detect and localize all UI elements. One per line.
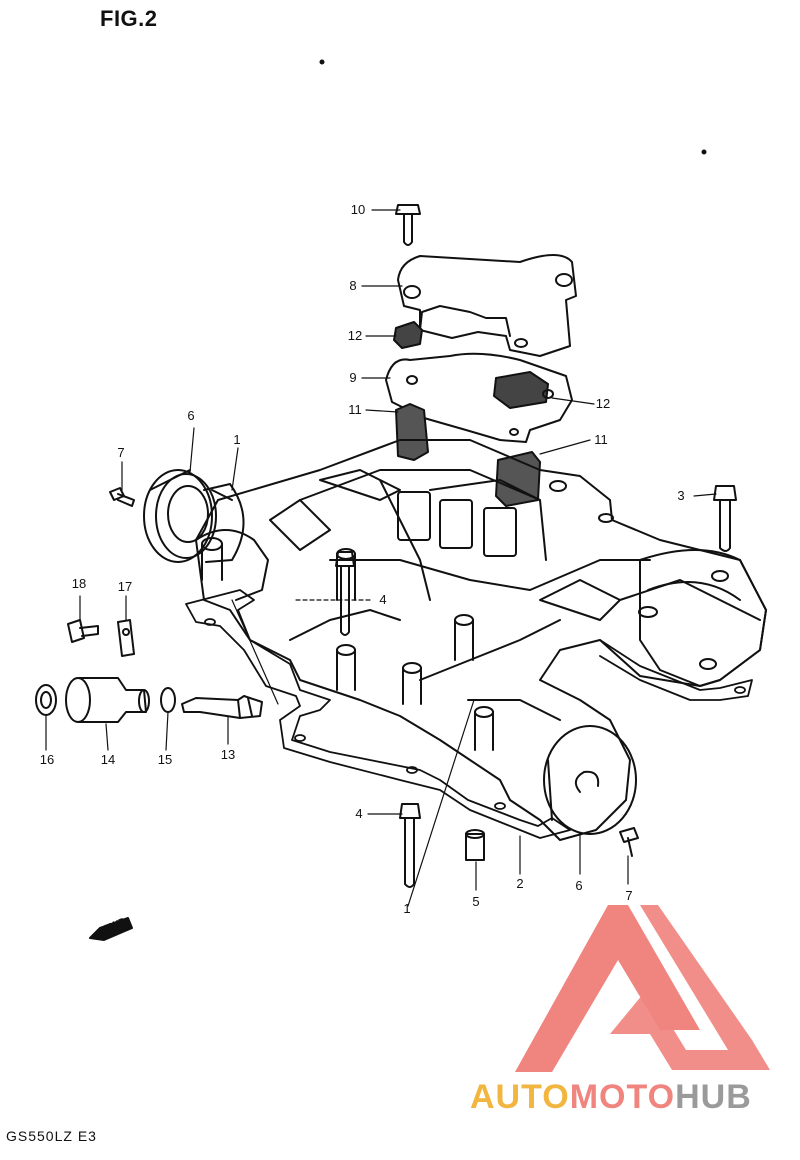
callout-7-right: 7 bbox=[625, 888, 633, 903]
cap-part-6-right bbox=[543, 725, 637, 835]
wordmark-moto: MOTO bbox=[569, 1078, 676, 1116]
callout-1-upper: 1 bbox=[233, 432, 241, 447]
cap-part-6-left bbox=[143, 469, 245, 563]
callout-12-right: 12 bbox=[595, 396, 611, 411]
watermark-wordmark: AUTOMOTOHUB bbox=[470, 1078, 752, 1117]
callout-8: 8 bbox=[349, 278, 357, 293]
callout-5: 5 bbox=[472, 894, 480, 909]
seal-part-11-left bbox=[395, 403, 429, 461]
bolt-part-4-upper bbox=[335, 551, 355, 636]
callout-3: 3 bbox=[677, 488, 685, 503]
callout-2: 2 bbox=[516, 876, 524, 891]
fitting-part-14 bbox=[65, 677, 150, 723]
callout-4-lower: 4 bbox=[355, 806, 363, 821]
bolt-part-4-lower bbox=[399, 803, 421, 888]
figure-title: FIG.2 bbox=[100, 6, 158, 31]
triangle-logo bbox=[515, 905, 770, 1072]
callout-1-lower: 1 bbox=[403, 901, 411, 916]
callout-10: 10 bbox=[350, 202, 366, 217]
callout-4-upper: 4 bbox=[379, 592, 387, 607]
head-cover-part-1 bbox=[195, 439, 767, 841]
callout-6-right: 6 bbox=[575, 878, 583, 893]
wordmark-auto: AUTO bbox=[470, 1078, 570, 1116]
ring-part-16 bbox=[35, 684, 57, 716]
callout-13: 13 bbox=[220, 747, 236, 762]
speck bbox=[319, 59, 325, 65]
screw-part-7-left bbox=[109, 487, 135, 507]
callout-6-left: 6 bbox=[187, 408, 195, 423]
oring-part-15 bbox=[160, 687, 176, 713]
gasket-part-12-right bbox=[493, 371, 549, 409]
callout-7-left: 7 bbox=[117, 445, 125, 460]
sensor-part-13 bbox=[181, 695, 263, 719]
cover-part-8 bbox=[397, 254, 577, 357]
bolt-part-3 bbox=[713, 485, 737, 552]
callout-12-left: 12 bbox=[347, 328, 363, 343]
speck bbox=[701, 149, 707, 155]
dowel-part-5 bbox=[465, 829, 485, 861]
bolt-part-18 bbox=[67, 619, 99, 643]
gasket-plate-part-9 bbox=[385, 352, 573, 443]
wordmark-hub: HUB bbox=[675, 1078, 752, 1116]
gasket-part-2 bbox=[185, 589, 753, 839]
callout-15: 15 bbox=[157, 752, 173, 767]
callout-11-right: 11 bbox=[594, 432, 608, 447]
leader-lines bbox=[45, 209, 717, 907]
model-code: GS550LZ E3 bbox=[6, 1128, 97, 1144]
screw-part-7-right bbox=[619, 827, 639, 857]
callout-11-left: 11 bbox=[348, 402, 362, 417]
callout-9: 9 bbox=[349, 370, 357, 385]
callout-17: 17 bbox=[117, 579, 133, 594]
callout-14: 14 bbox=[100, 752, 116, 767]
bolt-part-10 bbox=[395, 204, 421, 246]
gasket-part-12-left bbox=[393, 321, 423, 349]
callout-18: 18 bbox=[71, 576, 87, 591]
callout-16: 16 bbox=[39, 752, 55, 767]
fwd-arrow bbox=[89, 917, 133, 941]
washer-part-17 bbox=[117, 619, 135, 657]
